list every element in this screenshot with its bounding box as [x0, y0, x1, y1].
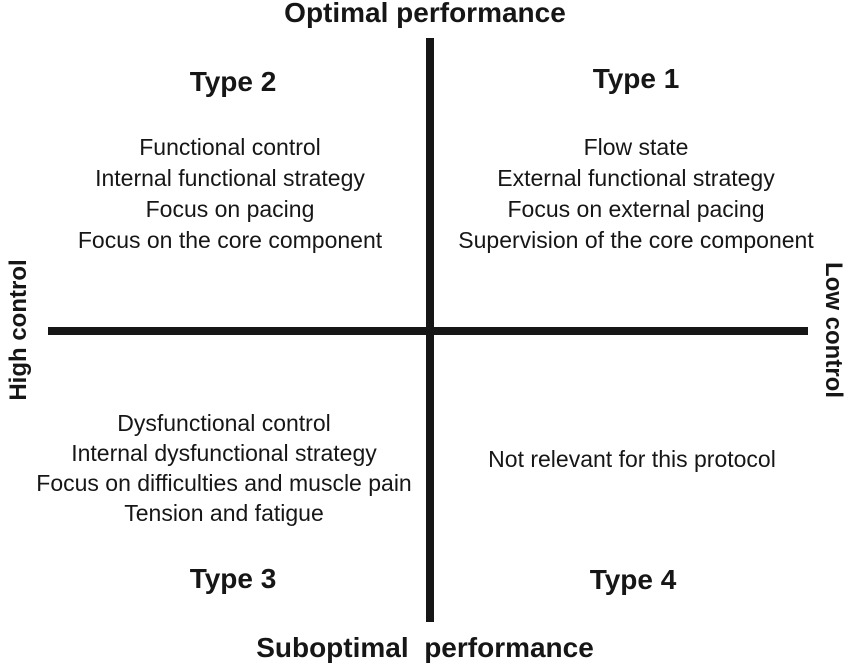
quadrant-bottom-right-text: Not relevant for this protocol — [488, 444, 776, 475]
text-line: Focus on pacing — [145, 196, 315, 222]
quadrant-top-left-text: Functional control Internal functional s… — [78, 132, 382, 256]
quadrant-bottom-left-text: Dysfunctional control Internal dysfuncti… — [36, 408, 411, 528]
text-line: Tension and fatigue — [124, 500, 324, 526]
text-line: Flow state — [583, 134, 689, 160]
top-axis-label: Optimal performance — [284, 0, 566, 28]
text-line: Internal dysfunctional strategy — [71, 440, 377, 466]
text-line: Not relevant for this protocol — [488, 446, 776, 472]
text-line: Focus on the core component — [77, 227, 383, 253]
text-line: Functional control — [139, 134, 321, 160]
type-4-label: Type 4 — [589, 564, 677, 595]
quadrant-top-right-text: Flow state External functional strategy … — [458, 132, 813, 256]
bottom-axis-label: Suboptimal performance — [256, 632, 594, 663]
text-line: Focus on difficulties and muscle pain — [36, 470, 412, 496]
text-line: Supervision of the core component — [458, 227, 814, 253]
text-line: Focus on external pacing — [507, 196, 765, 222]
type-1-label: Type 1 — [592, 63, 680, 94]
type-3-label: Type 3 — [189, 563, 277, 594]
type-2-label: Type 2 — [189, 66, 277, 97]
text-line: External functional strategy — [497, 165, 775, 191]
horizontal-axis-line — [48, 327, 808, 335]
text-line: Internal functional strategy — [95, 165, 365, 191]
left-axis-label: High control — [5, 259, 32, 401]
right-axis-label: Low control — [820, 262, 847, 398]
text-line: Dysfunctional control — [117, 410, 331, 436]
